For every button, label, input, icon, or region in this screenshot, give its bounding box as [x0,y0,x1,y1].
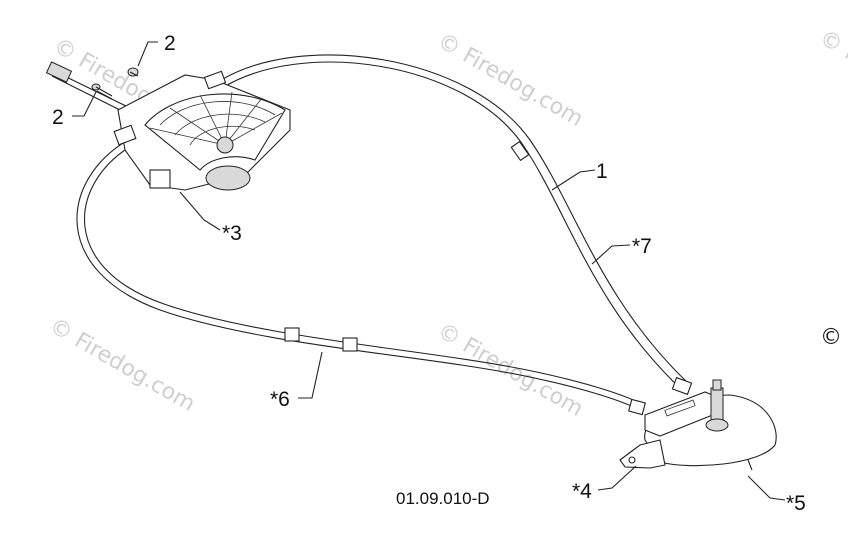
shaft-tip [712,379,722,391]
threaded-shaft [45,61,73,83]
watermark-text: © Firedog.com [433,319,587,422]
cable-lower [76,139,646,416]
shaft-post [710,387,724,424]
control-assembly-top [45,61,291,191]
shaft-nut [705,418,729,432]
bracket-tab [149,169,171,189]
cable-upper [217,54,693,396]
control-assembly-bottom [619,379,777,471]
watermark-text: © Firedog.com [45,314,199,417]
pivot-hub [216,136,234,154]
watermark-symbol: © [820,325,842,350]
callouts: 2 2 *3 1 *7 *6 *4 *5 [52,32,806,515]
mount-hole [628,456,636,464]
mounting-bracket-lower [619,439,666,469]
callout-2-lower: 2 [52,106,64,129]
drawing-number: 01.09.010-D [396,489,490,508]
screw-lower [91,83,113,100]
cable-ferrule [510,140,530,162]
cable-ferrule [284,327,300,342]
watermark-text: © Firedog.com [815,26,848,129]
callout-2-upper: 2 [164,32,176,55]
leader-lines [72,41,786,501]
sector-ribs [149,91,283,146]
callout-5: *5 [786,492,806,515]
bracket-slot [664,399,696,417]
callout-6: *6 [270,388,290,411]
callout-3: *3 [222,222,242,245]
cable-ferrule [342,337,358,352]
cable-end-fitting [671,376,693,396]
pulley [205,165,251,191]
cable-clamp [203,70,227,90]
callout-1: 1 [596,160,608,183]
callout-4: *4 [572,480,592,503]
callout-7: *7 [632,235,652,258]
cable-clamp [113,124,137,146]
screw-upper [127,67,139,77]
watermark-text: © Firedog.com [433,29,587,132]
cable-end-fitting [628,398,646,416]
